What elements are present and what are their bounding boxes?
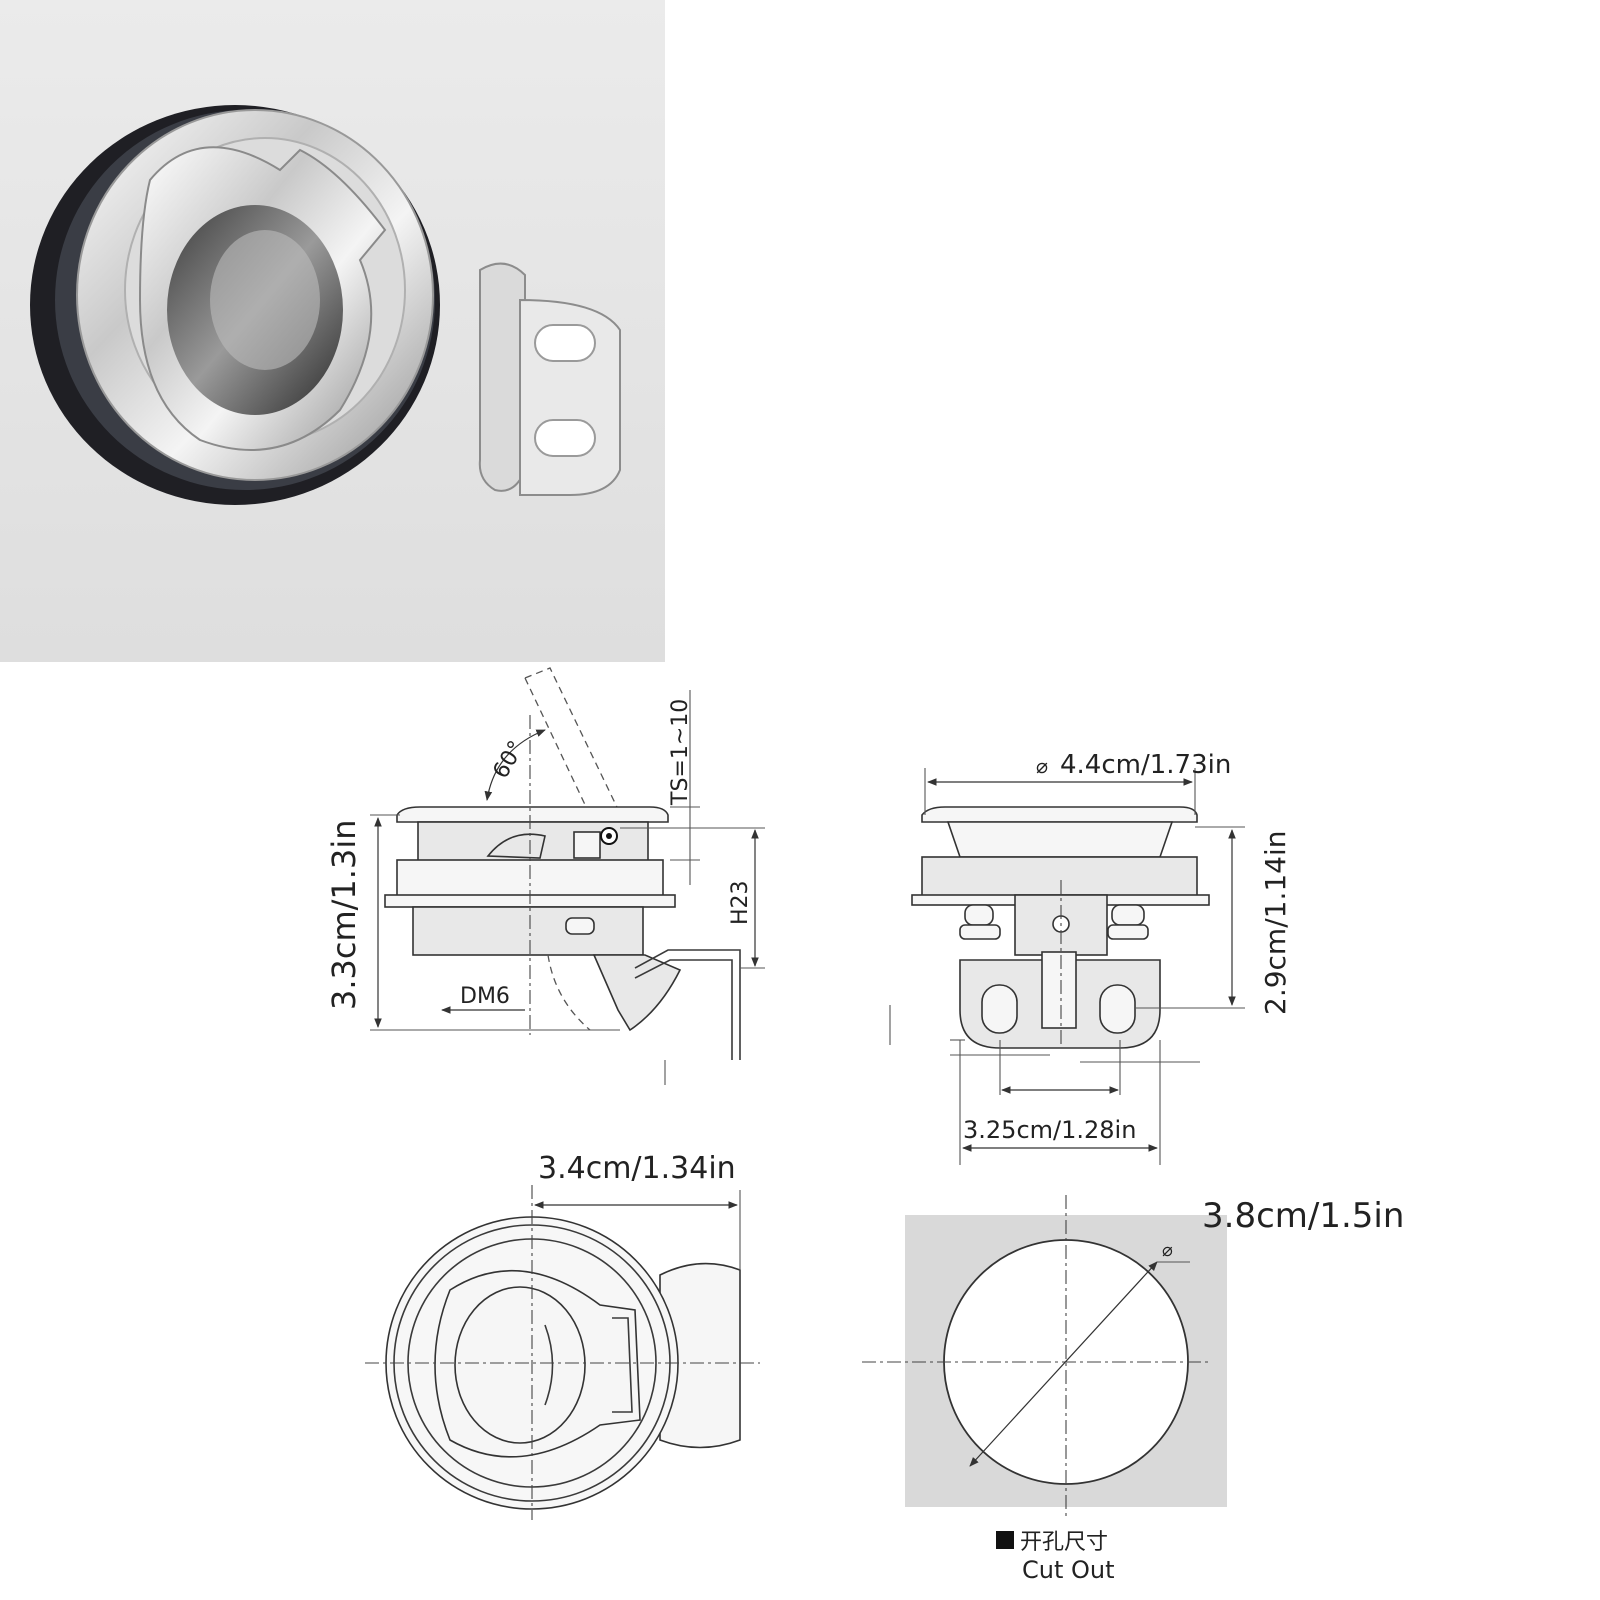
side-thickness-label: TS=1~10	[668, 699, 693, 806]
side-height-label: 3.3cm/1.3in	[325, 820, 363, 1011]
cutout-title-en: Cut Out	[1022, 1556, 1115, 1584]
cutout-diameter-label: 3.8cm/1.5in	[1202, 1196, 1404, 1236]
side-h-label: H23	[728, 880, 753, 925]
svg-text:⌀: ⌀	[1162, 1240, 1173, 1261]
front-diameter-symbol: ⌀	[1036, 754, 1048, 778]
cutout-drawing: ⌀	[862, 1195, 1227, 1520]
top-view-drawing	[365, 1185, 760, 1520]
side-view-drawing	[370, 667, 765, 1085]
product-photo	[0, 0, 665, 662]
front-width-label: 3.25cm/1.28in	[963, 1116, 1136, 1144]
side-dm-label: DM6	[460, 984, 510, 1009]
cutout-title-square-icon	[996, 1531, 1014, 1549]
side-angle-label: 60°	[489, 737, 530, 783]
cutout-title-cn: 开孔尺寸	[1020, 1530, 1108, 1555]
front-diameter-label: 4.4cm/1.73in	[1060, 750, 1231, 780]
front-height-label: 2.9cm/1.14in	[1259, 830, 1292, 1015]
front-view-drawing	[889, 768, 1245, 1165]
top-width-label: 3.4cm/1.34in	[538, 1151, 736, 1186]
